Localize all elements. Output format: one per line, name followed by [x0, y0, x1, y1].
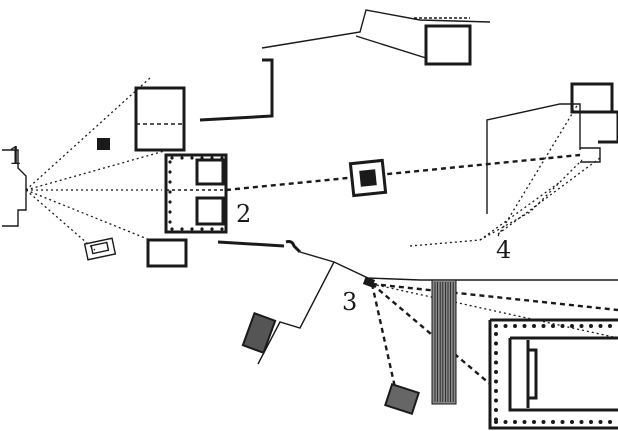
column-dot [494, 379, 498, 384]
main-axis-line [225, 153, 581, 192]
column-dot [598, 420, 603, 424]
column-dot [494, 389, 498, 393]
label-station-1: 1 [8, 142, 23, 170]
column-dot [180, 156, 184, 160]
column-dot [494, 351, 498, 355]
long-stoa [431, 279, 457, 405]
column-dot [494, 360, 498, 365]
lower-left-building [146, 238, 188, 268]
sightlines-station-1 [25, 77, 169, 251]
column-dot [168, 220, 172, 224]
hatched-base-bottom [384, 382, 420, 416]
column-dot [210, 156, 214, 160]
column-dot [598, 324, 603, 328]
column-dot [541, 420, 546, 424]
column-dot [560, 420, 565, 424]
column-dot [190, 156, 194, 160]
hatched-statue [241, 311, 277, 355]
column-dot [494, 332, 498, 336]
column-dot [168, 160, 172, 164]
column-dot [608, 324, 612, 328]
top-wall [261, 9, 491, 66]
column-dot [200, 227, 204, 231]
column-dot [513, 420, 517, 424]
label-station-3: 3 [342, 288, 357, 316]
small-monument [83, 237, 117, 261]
column-dot [200, 156, 204, 160]
column-dot [551, 324, 555, 328]
column-dot [532, 420, 536, 424]
column-dot [170, 156, 174, 160]
column-dot [560, 324, 565, 328]
column-dot [541, 324, 546, 328]
column-dot [522, 420, 527, 424]
l-shaped-wall [199, 58, 274, 122]
column-dot [494, 417, 498, 422]
column-dot [168, 190, 172, 194]
column-dot [220, 227, 224, 231]
column-dot [494, 408, 498, 412]
column-dot [168, 200, 172, 204]
upper-left-building [134, 86, 186, 152]
sightlines-station-3 [370, 282, 618, 393]
column-dot [168, 180, 172, 184]
column-dot [494, 324, 498, 328]
propylon-gateway [164, 153, 228, 234]
column-dot [513, 324, 517, 328]
column-dot [494, 341, 498, 346]
column-dot [168, 210, 172, 214]
temple-lower-right [488, 318, 618, 430]
small-altar-block [97, 138, 110, 150]
column-dot [608, 420, 612, 424]
processional-wall [217, 240, 618, 365]
column-dot [570, 324, 574, 328]
column-dot [532, 324, 536, 328]
column-dot [220, 156, 224, 160]
column-dot [168, 170, 172, 174]
column-dot [522, 324, 527, 328]
label-station-2: 2 [236, 200, 251, 228]
column-dot [503, 420, 508, 424]
column-dot [579, 420, 584, 424]
column-dot [210, 227, 214, 231]
upper-right-complex [486, 82, 618, 214]
sightlines-station-4 [409, 103, 601, 247]
column-dot [503, 324, 508, 328]
column-dot [589, 324, 593, 328]
column-dot [494, 398, 498, 403]
column-dot [494, 370, 498, 374]
column-dot [579, 324, 584, 328]
column-dot [170, 227, 174, 231]
central-altar [348, 158, 388, 198]
column-dot [589, 420, 593, 424]
column-dot [190, 227, 194, 231]
station-1-gate [2, 149, 27, 227]
column-dot [551, 420, 555, 424]
column-dot [570, 420, 574, 424]
label-station-4: 4 [496, 236, 511, 264]
column-dot [180, 227, 184, 231]
